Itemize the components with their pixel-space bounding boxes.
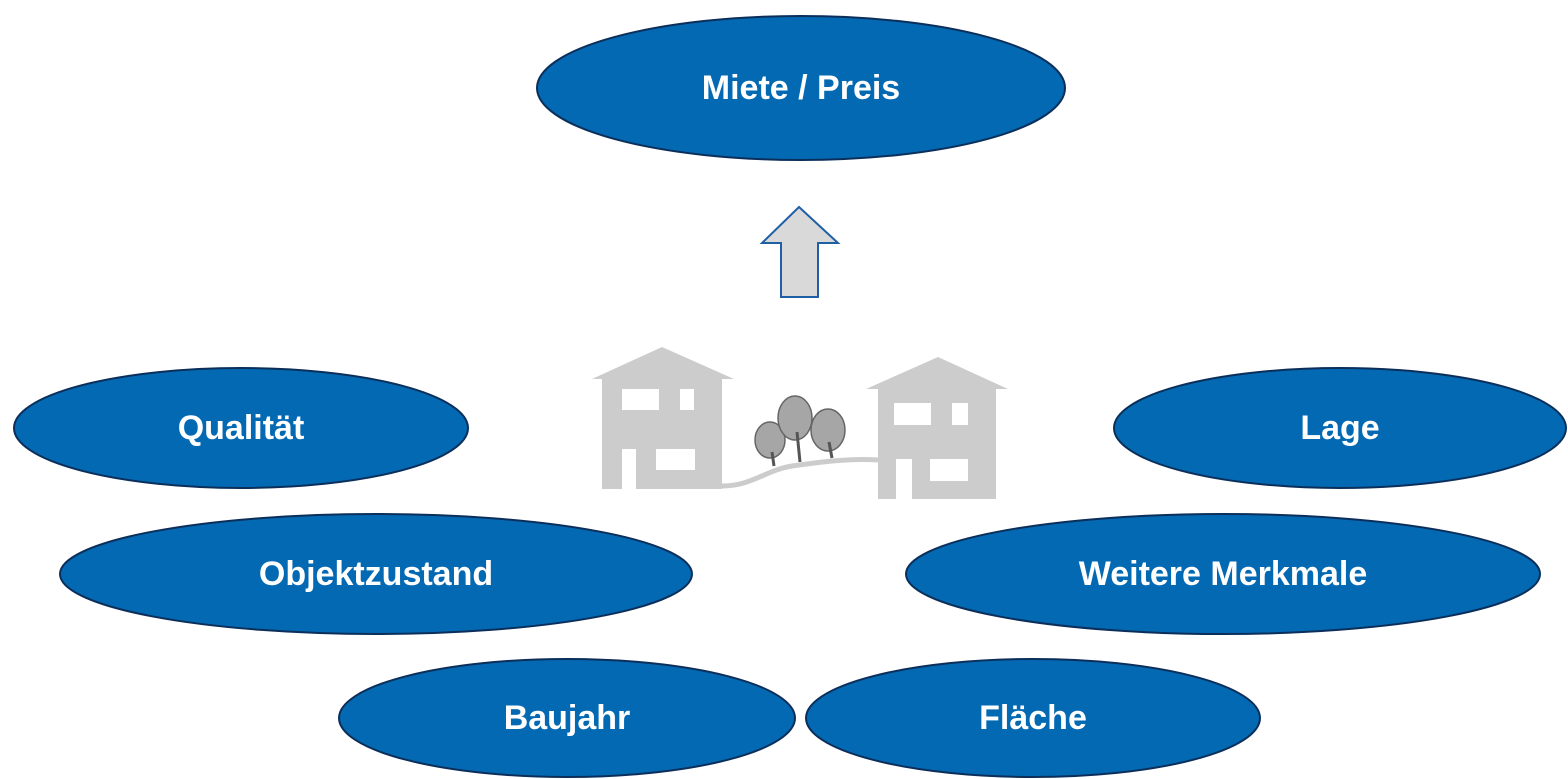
factor-objektzustand: Objektzustand	[59, 513, 693, 635]
factor-label: Qualität	[178, 409, 305, 447]
factor-ellipse	[1113, 367, 1567, 489]
factor-ellipse	[59, 513, 693, 635]
target-ellipse	[536, 15, 1066, 161]
factor-ellipse	[13, 367, 469, 489]
factor-baujahr: Baujahr	[338, 658, 796, 778]
factor-ellipse	[338, 658, 796, 778]
factor-label: Fläche	[979, 699, 1087, 737]
factor-label: Weitere Merkmale	[1079, 555, 1368, 593]
factor-weitere-merkmale: Weitere Merkmale	[905, 513, 1541, 635]
up-arrow-icon	[759, 205, 841, 298]
factor-label: Objektzustand	[259, 555, 493, 593]
factor-qualitaet: Qualität	[13, 367, 469, 489]
factor-label: Baujahr	[504, 699, 631, 737]
target-node: Miete / Preis	[536, 15, 1066, 161]
houses-with-trees-icon	[592, 347, 1008, 499]
factor-lage: Lage	[1113, 367, 1567, 489]
factor-label: Lage	[1300, 409, 1379, 447]
factor-ellipse	[805, 658, 1261, 778]
factor-flaeche: Fläche	[805, 658, 1261, 778]
target-label: Miete / Preis	[702, 69, 900, 107]
factor-ellipse	[905, 513, 1541, 635]
